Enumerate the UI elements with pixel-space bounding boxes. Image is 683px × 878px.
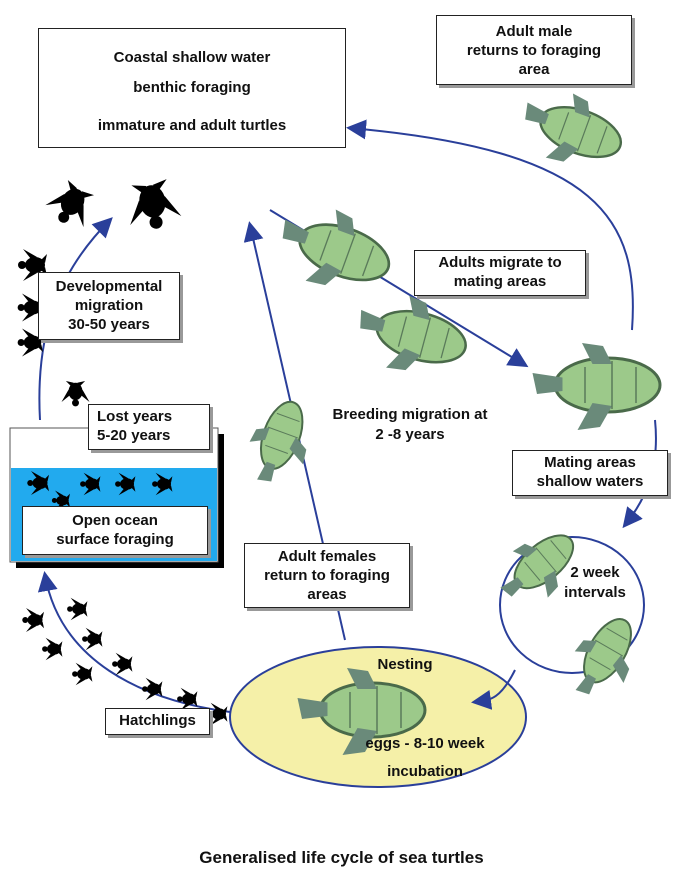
developmental-line-3: 30-50 years — [68, 316, 150, 333]
adult-male-line-2: returns to foraging — [466, 42, 602, 59]
intervals-line-2: intervals — [564, 584, 626, 601]
developmental-migration-box: Developmental migration 30-50 years — [38, 272, 180, 340]
intervals-line-1: 2 week — [570, 564, 620, 581]
coastal-line-3: immature and adult turtles — [97, 117, 287, 134]
females-line-3: areas — [307, 586, 347, 603]
mating-interval-loop — [499, 536, 645, 674]
coastal-line-1: Coastal shallow water — [113, 49, 271, 66]
two-week-intervals-text: 2 week intervals — [555, 563, 635, 603]
adult-male-line-1: Adult male — [495, 23, 573, 40]
breeding-line-1: Breeding migration at — [332, 406, 488, 423]
adults-migrate-line-2: mating areas — [453, 273, 547, 290]
lost-years-box: Lost years 5-20 years — [88, 404, 210, 450]
adult-females-box: Adult females return to foraging areas — [244, 543, 410, 608]
eggs-line-1: eggs - 8-10 week — [365, 735, 485, 752]
diagram-caption: Generalised life cycle of sea turtles — [199, 848, 484, 867]
adult-male-box: Adult male returns to foraging area — [436, 15, 632, 85]
adults-migrate-box: Adults migrate to mating areas — [414, 250, 586, 296]
developmental-line-2: migration — [74, 297, 144, 314]
open-ocean-box: Open ocean surface foraging — [22, 506, 208, 555]
mating-line-1: Mating areas — [544, 454, 636, 471]
nesting-label: Nesting — [377, 656, 433, 673]
mating-areas-box: Mating areas shallow waters — [512, 450, 668, 496]
females-line-1: Adult females — [277, 548, 377, 565]
adults-migrate-line-1: Adults migrate to — [438, 254, 562, 271]
breeding-migration-text: Breeding migration at 2 -8 years — [305, 405, 515, 445]
mating-line-2: shallow waters — [536, 473, 644, 490]
coastal-line-2: benthic foraging — [133, 79, 251, 96]
lost-years-line-1: Lost years — [97, 408, 173, 425]
open-ocean-line-2: surface foraging — [56, 531, 174, 548]
hatchlings-box: Hatchlings — [105, 708, 210, 735]
open-ocean-line-1: Open ocean — [72, 512, 158, 529]
adult-male-line-3: area — [518, 61, 550, 78]
females-line-2: return to foraging — [264, 567, 390, 584]
lost-years-line-2: 5-20 years — [97, 427, 171, 444]
breeding-line-2: 2 -8 years — [375, 426, 445, 443]
eggs-line-2: incubation — [387, 763, 463, 780]
eggs-incubation-text: eggs - 8-10 week incubation — [330, 730, 520, 786]
developmental-line-1: Developmental — [55, 278, 163, 295]
coastal-foraging-box: Coastal shallow water benthic foraging i… — [38, 28, 346, 148]
